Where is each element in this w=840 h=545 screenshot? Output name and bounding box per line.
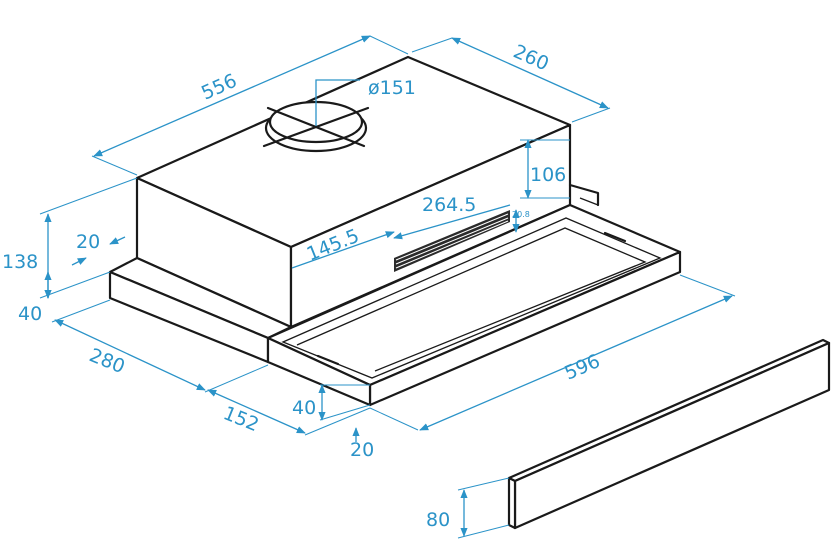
rear-frame	[568, 183, 600, 207]
label-106: 106	[530, 164, 566, 186]
label-20-bottom: 20	[350, 439, 374, 461]
label-40-left: 40	[18, 303, 42, 325]
label-20-left: 20	[76, 231, 100, 253]
label-20-8: 20.8	[512, 210, 530, 219]
label-80: 80	[426, 509, 450, 531]
label-264-5: 264.5	[422, 194, 476, 216]
dimension-lines	[39, 35, 736, 539]
label-152: 152	[220, 402, 262, 436]
label-556: 556	[198, 70, 240, 105]
label-138: 138	[2, 251, 38, 273]
label-diameter-151: ø151	[368, 77, 416, 99]
rear-frame-inner	[579, 197, 599, 206]
drawer-handle-right	[603, 231, 627, 243]
drawer-handle-left	[316, 354, 340, 366]
label-596: 596	[561, 350, 603, 384]
panel-side	[507, 476, 517, 530]
label-260: 260	[510, 40, 552, 75]
label-40-front: 40	[292, 397, 316, 419]
drawer-inner-rim	[281, 217, 662, 379]
label-280: 280	[86, 344, 128, 378]
panel-front	[513, 341, 831, 530]
front-panel	[507, 338, 831, 530]
